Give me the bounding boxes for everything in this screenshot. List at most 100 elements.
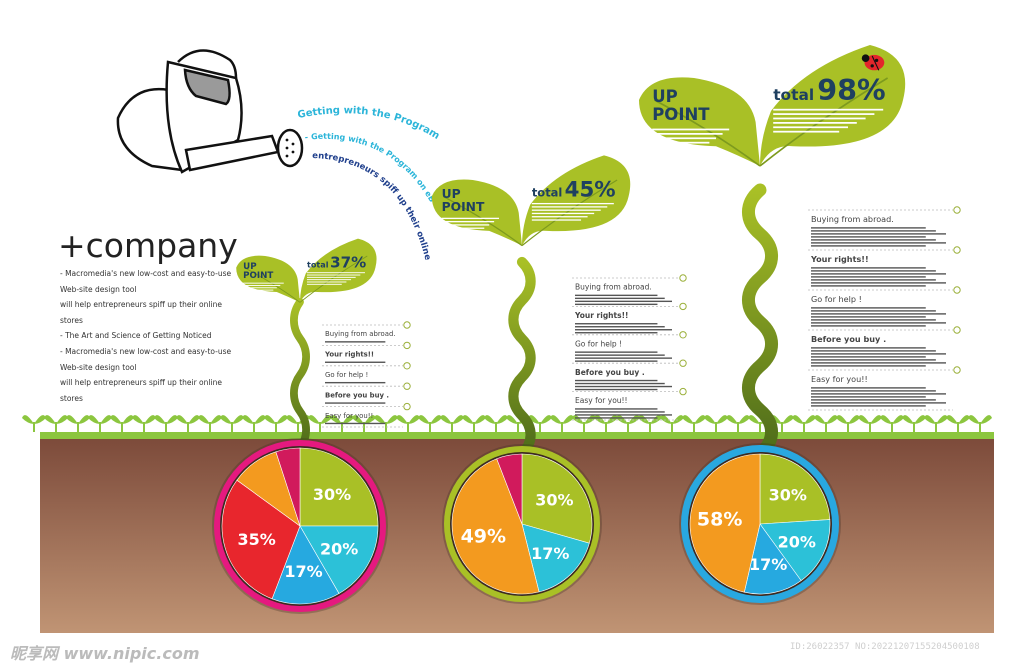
pie-slice — [759, 453, 831, 525]
panel-heading: Before you buy . — [325, 391, 389, 399]
grass-sprout — [132, 415, 156, 432]
intro-text: - Macromedia's new low-cost and easy-to-… — [60, 266, 270, 406]
pie-slice-label: 35% — [237, 530, 275, 549]
intro-line: will help entrepreneurs spiff up their o… — [60, 300, 222, 310]
panel-heading: Your rights!! — [324, 351, 374, 359]
plant-stem — [742, 183, 778, 461]
grass-sprout — [726, 415, 750, 432]
grass-sprout — [44, 415, 68, 432]
ladybug-icon — [861, 54, 885, 71]
panel-heading: Easy for you!! — [811, 374, 868, 384]
plant-3-pie: 30%20%17%58% — [679, 443, 841, 605]
grass-sprout — [924, 415, 948, 432]
pie-slice — [521, 453, 593, 544]
plant-1: Buying from abroad. Your rights!! Go for h… — [212, 238, 411, 614]
pie-slice — [743, 523, 802, 595]
plant-2-panel: Buying from abroad. Your rights!! Go for h… — [572, 274, 687, 421]
panel-heading: Easy for you!! — [575, 396, 628, 405]
panel-heading: Your rights!! — [574, 311, 628, 320]
panel-heading: Before you buy . — [811, 334, 886, 344]
grass-sprout — [792, 415, 816, 432]
watermark-left: 昵享网 www.nipic.com — [10, 644, 200, 663]
leaf-point-label: POINT — [243, 271, 273, 281]
leaf-total-word: total — [773, 86, 814, 104]
panel-heading: Go for help ! — [325, 371, 368, 379]
panel-heading: Buying from abroad. — [575, 283, 652, 292]
pie-slice-label: 30% — [769, 485, 807, 504]
intro-line: Web-site design tool — [60, 362, 137, 372]
intro-line: - Macromedia's new low-cost and easy-to-… — [60, 269, 232, 278]
pie-slice-label: 49% — [461, 525, 506, 547]
grass-sprout — [418, 415, 442, 432]
panel-heading: Your rights!! — [810, 254, 869, 264]
grass-sprout — [462, 415, 486, 432]
pie-slice — [221, 479, 301, 600]
grass-sprout — [550, 415, 574, 432]
grass-sprout — [814, 415, 838, 432]
plant-stem — [508, 256, 536, 460]
leaf-point-label: POINT — [442, 200, 485, 214]
intro-line: - The Art and Science of Getting Noticed — [60, 331, 212, 341]
pie-slice — [496, 453, 523, 525]
panel-heading: Go for help ! — [575, 339, 622, 348]
pie-slice — [271, 525, 340, 605]
intro-line: stores — [60, 393, 83, 403]
leaf-right — [760, 45, 906, 166]
pie-slice-label: 20% — [320, 540, 358, 559]
watering-can-icon — [116, 49, 304, 174]
pie-slice — [689, 453, 761, 593]
grass-sprout — [858, 415, 882, 432]
plant-2: Buying from abroad. Your rights!! Go for h… — [431, 155, 687, 604]
grass-sprout — [396, 415, 420, 432]
pie-slice — [759, 519, 831, 582]
panel-heading: Go for help ! — [811, 294, 862, 304]
grass-sprout — [22, 415, 46, 432]
pie-slice-label: 58% — [697, 508, 742, 530]
grass-sprout — [66, 415, 90, 432]
panel-heading: Buying from abroad. — [325, 330, 396, 338]
grass-sprout — [528, 415, 552, 432]
leaf-total-word: total — [307, 260, 329, 270]
pie-slice-label: 30% — [535, 491, 573, 510]
pie-slice-label: 20% — [778, 532, 816, 551]
panel-heading: Before you buy . — [575, 368, 645, 377]
leaf-up-label: UP — [243, 262, 257, 272]
leaf-up-label: UP — [442, 187, 461, 201]
grass-row — [22, 415, 992, 432]
grass-sprout — [154, 415, 178, 432]
company-heading: +company — [58, 226, 238, 265]
pie-slice — [275, 447, 301, 527]
ground-line — [40, 432, 994, 439]
grass-sprout — [440, 415, 464, 432]
panel-heading: Buying from abroad. — [811, 214, 894, 224]
pie-slice — [299, 525, 379, 594]
pie-slice-label: 17% — [284, 562, 322, 581]
grass-sprout — [682, 415, 706, 432]
intro-line: will help entrepreneurs spiff up their o… — [60, 378, 222, 388]
leaf-up-label: UP — [652, 87, 678, 106]
plants-layer: Buying from abroad. Your rights!! Go for h… — [212, 45, 961, 614]
grass-sprout — [198, 415, 222, 432]
intro-line: - Macromedia's new low-cost and easy-to-… — [60, 346, 232, 356]
grass-sprout — [836, 415, 860, 432]
grass-sprout — [242, 415, 266, 432]
panel-heading: Easy for you!! — [325, 412, 373, 420]
watermark-right: ID:26022357 NO:20221207155204500108 — [790, 642, 980, 652]
leaf-total-word: total — [532, 185, 563, 199]
plant-3-panel: Buying from abroad. Your rights!! Go for h… — [808, 206, 961, 411]
plant-stem — [290, 298, 310, 452]
grass-sprout — [88, 415, 112, 432]
leaf-total-value: 45% — [565, 177, 616, 202]
intro-line: Web-site design tool — [60, 284, 137, 294]
plant-1-panel: Buying from abroad. Your rights!! Go for h… — [322, 321, 411, 428]
pie-slice — [299, 447, 379, 527]
intro-line: stores — [60, 315, 83, 325]
pie-slice — [521, 523, 590, 593]
grass-sprout — [264, 415, 288, 432]
leaf-right — [300, 238, 377, 303]
pie-slice-label: 17% — [531, 544, 569, 563]
